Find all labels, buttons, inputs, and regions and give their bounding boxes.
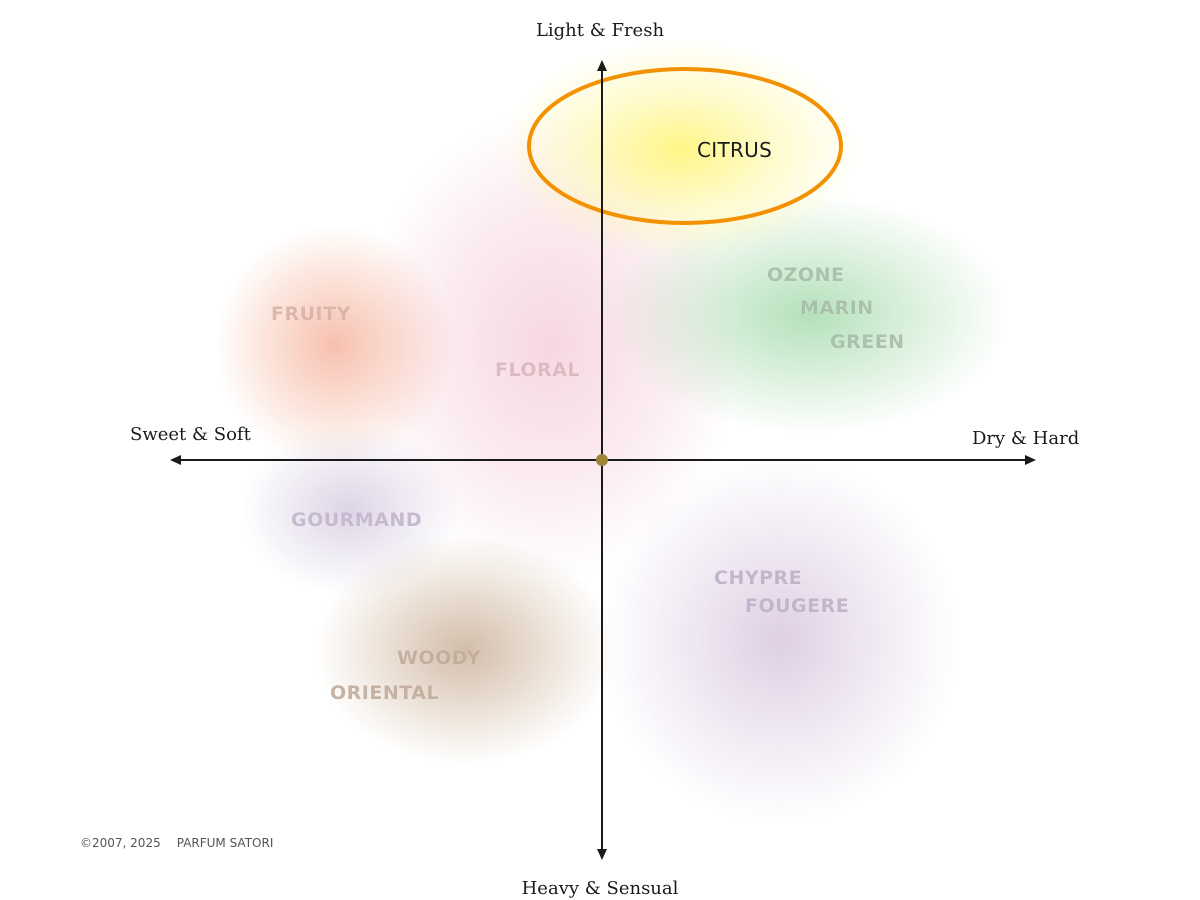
woody-label: WOODY <box>397 647 481 669</box>
arrow-up-icon <box>597 60 607 71</box>
arrow-left-icon <box>170 455 181 465</box>
citrus-highlight-ring <box>527 67 843 225</box>
fougere-label: FOUGERE <box>745 595 850 617</box>
copyright-brand: PARFUM SATORI <box>176 836 274 850</box>
axis-label-top: Light & Fresh <box>535 20 665 41</box>
gourmand-label: GOURMAND <box>291 509 423 531</box>
citrus-label: CITRUS <box>697 138 773 162</box>
green-label: GREEN <box>830 331 905 353</box>
copyright-notice: ©2007, 2025 PARFUM SATORI <box>80 836 273 850</box>
axis-label-left: Sweet & Soft <box>130 424 251 445</box>
axis-label-bottom: Heavy & Sensual <box>521 878 679 899</box>
origin-dot <box>596 454 608 466</box>
marin-label: MARIN <box>800 297 874 319</box>
axis-label-right: Dry & Hard <box>972 428 1080 449</box>
chypre-label: CHYPRE <box>714 567 803 589</box>
floral-label: FLORAL <box>495 359 581 381</box>
fruity-label: FRUITY <box>271 303 351 325</box>
arrow-down-icon <box>597 849 607 860</box>
arrow-right-icon <box>1025 455 1036 465</box>
copyright-years: ©2007, 2025 <box>80 836 161 850</box>
oriental-label: ORIENTAL <box>330 682 440 704</box>
ozone-label: OZONE <box>767 264 845 286</box>
